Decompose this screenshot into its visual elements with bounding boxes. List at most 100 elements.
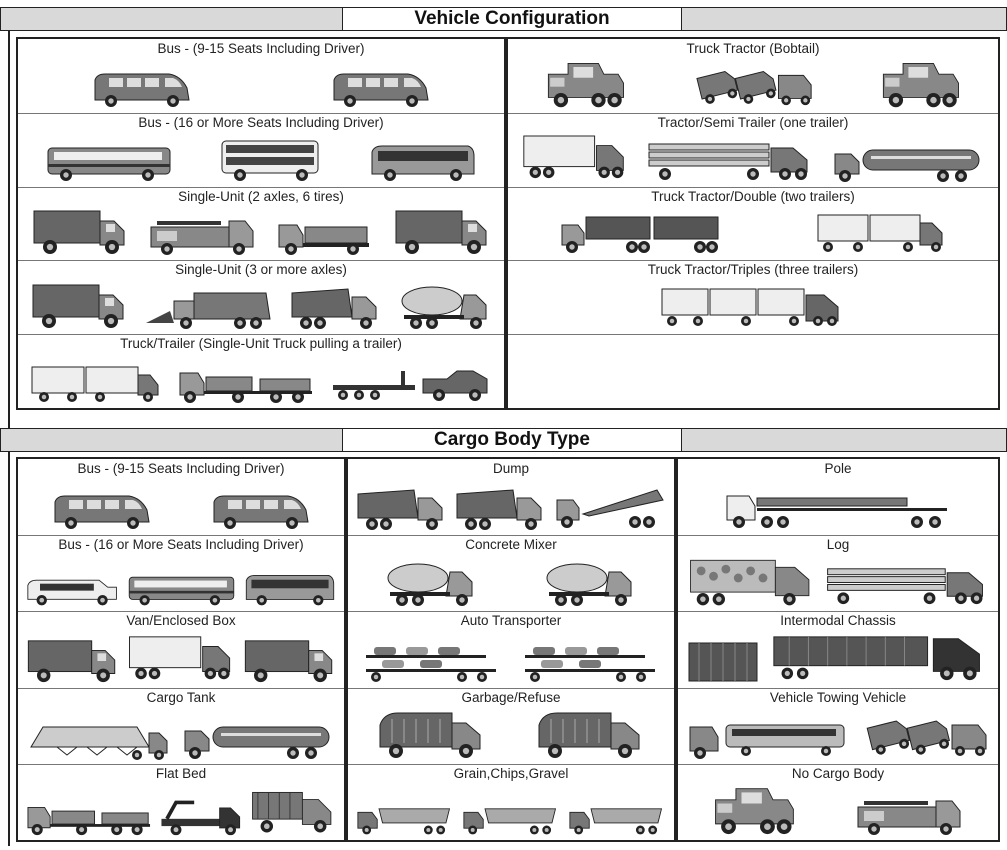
cargo-body-col1-icon-row xyxy=(22,787,340,837)
plow-truck-icon xyxy=(144,283,274,331)
vehicle-config-right-cell-label: Truck Tractor (Bobtail) xyxy=(686,41,820,56)
van-icon xyxy=(89,68,194,110)
flatbed-truck-icon xyxy=(275,213,375,257)
vehicle-config-right-cell xyxy=(508,334,998,408)
bus-icon xyxy=(125,572,238,608)
vehicle-config-left-cell-label: Single-Unit (3 or more axles) xyxy=(175,262,347,278)
cargo-body-col1-panel: Bus - (9-15 Seats Including Driver) Bus -… xyxy=(16,457,346,842)
vehicle-config-left-icon-row xyxy=(22,281,500,331)
cargo-body-col3-icon-row xyxy=(682,486,994,532)
vehicle-config-left-cell-label: Single-Unit (2 axles, 6 tires) xyxy=(178,188,344,204)
dump-truck-icon xyxy=(453,484,548,532)
vehicle-config-right-panel: Truck Tractor (Bobtail) Tractor/Semi Trai… xyxy=(506,37,1000,410)
cargo-body-col1-icon-row xyxy=(22,572,340,608)
vehicle-config-left-icon-row xyxy=(22,207,500,257)
cargo-body-col2-icon-row xyxy=(352,484,670,532)
vehicle-config-right-cell: Truck Tractor (Bobtail) xyxy=(508,39,998,114)
grain-trailer-icon xyxy=(566,800,668,837)
box-truck-icon xyxy=(30,207,130,257)
fire-truck-icon xyxy=(147,213,259,257)
cargo-body-col2-cell: Auto Transporter xyxy=(348,611,674,689)
semi-trailer-icon xyxy=(520,132,630,184)
van-icon xyxy=(208,490,313,532)
vehicle-config-left-cell-label: Bus - (16 or More Seats Including Driver… xyxy=(138,114,384,130)
cargo-body-col1-icon-row xyxy=(22,633,340,685)
tipper-trailer-icon xyxy=(553,484,668,532)
vehicle-config-right-icon-row xyxy=(512,209,994,257)
towing-tractors-icon xyxy=(860,707,990,761)
concrete-mixer-icon xyxy=(398,281,493,331)
log-truck-icon xyxy=(685,555,818,608)
cargo-body-col2-cell: Garbage/Refuse xyxy=(348,688,674,765)
grain-trailer-icon xyxy=(354,800,456,837)
pole-trailer-icon xyxy=(723,486,953,532)
fire-truck-icon xyxy=(854,793,966,837)
tank-trailer-icon xyxy=(831,140,986,184)
cargo-body-col1-cell-label: Cargo Tank xyxy=(146,689,216,705)
cargo-body-col3-icon-row xyxy=(682,631,994,685)
vehicle-config-right-cell-label: Tractor/Semi Trailer (one trailer) xyxy=(657,114,849,130)
dump-truck-icon xyxy=(288,283,383,331)
concrete-mixer-icon xyxy=(543,558,638,608)
container-chassis-icon xyxy=(770,631,991,685)
van-icon xyxy=(328,68,433,110)
cargo-body-col3-icon-row xyxy=(682,555,994,608)
coach-bus-icon xyxy=(368,142,478,184)
cargo-body-col1-cell: Bus - (9-15 Seats Including Driver) xyxy=(18,459,344,537)
cargo-body-col2-icon-row xyxy=(352,641,670,685)
cargo-body-col2-icon-row xyxy=(352,707,670,761)
vehicle-config-left-cell: Single-Unit (2 axles, 6 tires) xyxy=(18,187,504,262)
cargo-body-col3-cell: Log xyxy=(678,535,998,613)
vehicle-config-right-cell: Tractor/Semi Trailer (one trailer) xyxy=(508,113,998,188)
cargo-body-col1-cell-label: Bus - (9-15 Seats Including Driver) xyxy=(77,461,285,476)
triple-trailer-icon xyxy=(658,283,848,331)
cargo-body-col2-cell: Grain,Chips,Gravel xyxy=(348,764,674,840)
cargo-body-col3-icon-row xyxy=(682,783,994,837)
van-icon xyxy=(49,490,154,532)
box-truck-icon xyxy=(24,637,121,685)
vehicle-config-right-cell: Truck Tractor/Double (two trailers) xyxy=(508,187,998,262)
concrete-mixer-icon xyxy=(384,558,479,608)
cargo-body-col2-icon-row xyxy=(352,558,670,608)
cargo-body-col1-cell: Cargo Tank xyxy=(18,688,344,765)
cargo-body-col3-cell: Vehicle Towing Vehicle xyxy=(678,688,998,765)
box-truck-icon xyxy=(29,281,129,331)
pneumatic-tank-icon xyxy=(27,717,172,761)
truck-trailer-icon xyxy=(28,361,163,405)
pickup-trailer-icon xyxy=(329,365,494,405)
grain-trailer-icon xyxy=(460,800,562,837)
cargo-body-col1-cell: Van/Enclosed Box xyxy=(18,611,344,689)
cargo-body-col2-cell-label: Dump xyxy=(492,461,529,476)
crane-truck-icon xyxy=(157,797,245,837)
tractor-icon xyxy=(543,58,628,110)
cargo-body-col3-cell-label: Vehicle Towing Vehicle xyxy=(769,689,907,705)
tow-bus-icon xyxy=(686,717,851,761)
garbage-truck-icon xyxy=(533,707,648,761)
cargo-body-col3-cell-label: Intermodal Chassis xyxy=(780,613,896,629)
semi-trailer-icon xyxy=(125,633,237,685)
vehicle-config-left-cell: Bus - (16 or More Seats Including Driver… xyxy=(18,113,504,188)
vehicle-config-right-icon-row xyxy=(512,58,994,110)
double-dump-trailer-icon xyxy=(558,209,723,257)
cargo-body-col3-cell-label: Log xyxy=(826,537,850,553)
flatbed-trailer-icon xyxy=(176,365,316,405)
cargo-body-col3-cell-label: Pole xyxy=(824,461,852,476)
cargo-body-col1-cell: Bus - (16 or More Seats Including Driver… xyxy=(18,535,344,613)
towing-tractors-icon xyxy=(690,58,815,110)
garbage-truck-icon xyxy=(374,707,489,761)
vehicle-config-left-cell-label: Bus - (9-15 Seats Including Driver) xyxy=(157,41,365,56)
flatbed-trailer-icon xyxy=(24,800,154,837)
car-carrier-icon xyxy=(521,641,661,685)
cargo-body-col1-cell-label: Van/Enclosed Box xyxy=(126,613,236,629)
vehicle-config-right-icon-row xyxy=(512,132,994,184)
cargo-body-col2-cell-label: Garbage/Refuse xyxy=(461,689,561,705)
cargo-body-col3-cell: Pole xyxy=(678,459,998,537)
vehicle-config-right-icon-row xyxy=(512,283,994,331)
vehicle-config-left-icon-row xyxy=(22,68,500,110)
vehicle-config-left-cell: Single-Unit (3 or more axles) xyxy=(18,260,504,336)
vehicle-config-left-panel: Bus - (9-15 Seats Including Driver) Bus -… xyxy=(16,37,506,410)
cargo-body-col1-cell-label: Flat Bed xyxy=(155,765,207,781)
cargo-body-title: Cargo Body Type xyxy=(342,428,682,452)
